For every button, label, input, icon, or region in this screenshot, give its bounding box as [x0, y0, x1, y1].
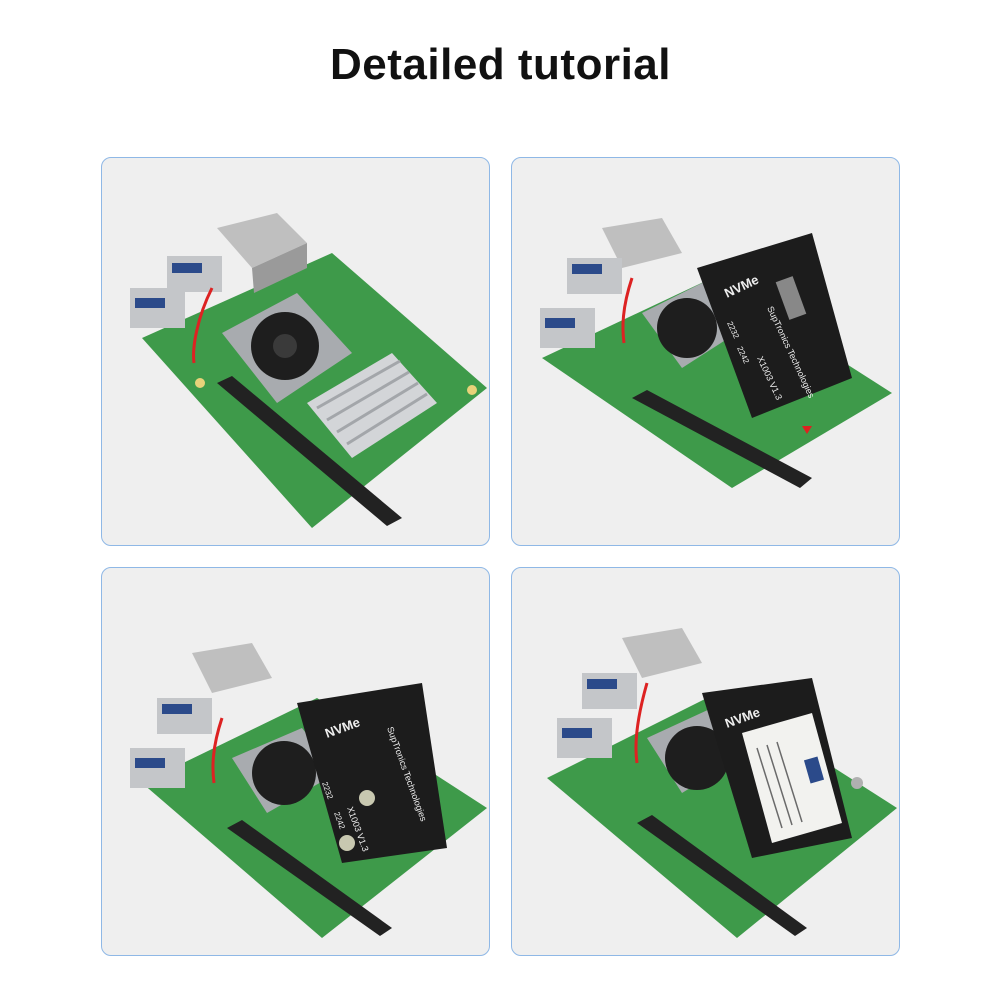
- gpio-header: [227, 820, 392, 936]
- ssd-installed-image: NVMe: [547, 628, 897, 938]
- alignment-arrow: [802, 426, 812, 434]
- fan-cable: [211, 717, 224, 784]
- cooler-fan: [252, 741, 316, 805]
- gpio-header: [217, 376, 402, 526]
- nvme-hat-board: [697, 233, 852, 418]
- m2-standoff-slot: [775, 276, 807, 320]
- usb-port-top: [567, 258, 622, 294]
- ssd-label-stripe: [803, 756, 825, 784]
- step-1-photo: [101, 157, 490, 546]
- usb-port-top: [582, 673, 637, 709]
- cooler-fan: [665, 726, 729, 790]
- fan-cable: [621, 277, 634, 344]
- raspberry-pi-cooler-image: [130, 213, 487, 528]
- ethernet-port: [602, 218, 682, 268]
- standoff-hole-2: [339, 835, 355, 851]
- usb-port-top: [167, 256, 222, 292]
- step-3-photo: NVMe SupTronics Technologies X1003 V1.3 …: [101, 567, 490, 956]
- ethernet-port: [192, 643, 272, 693]
- nvme-hat-mounted-image: NVMe SupTronics Technologies X1003 V1.3 …: [540, 218, 892, 488]
- fan-cable: [192, 287, 214, 364]
- fan-cable: [634, 682, 649, 764]
- nvme-hat-board: [297, 683, 447, 863]
- gpio-header: [637, 815, 807, 936]
- gpio-header: [632, 390, 812, 488]
- nvme-hat-standoff-image: NVMe SupTronics Technologies X1003 V1.3 …: [130, 643, 487, 938]
- pcb-board: [542, 278, 892, 488]
- cooler-fan: [657, 298, 717, 358]
- pcb-board: [142, 253, 487, 528]
- step-4-photo: NVMe: [511, 567, 900, 956]
- standoff-hole: [359, 790, 375, 806]
- ethernet-port: [622, 628, 702, 678]
- usb-port-top: [157, 698, 212, 734]
- ssd-screw: [851, 777, 863, 789]
- step-2-photo: NVMe SupTronics Technologies X1003 V1.3 …: [511, 157, 900, 546]
- ethernet-port: [217, 213, 307, 268]
- page-title: Detailed tutorial: [330, 40, 671, 89]
